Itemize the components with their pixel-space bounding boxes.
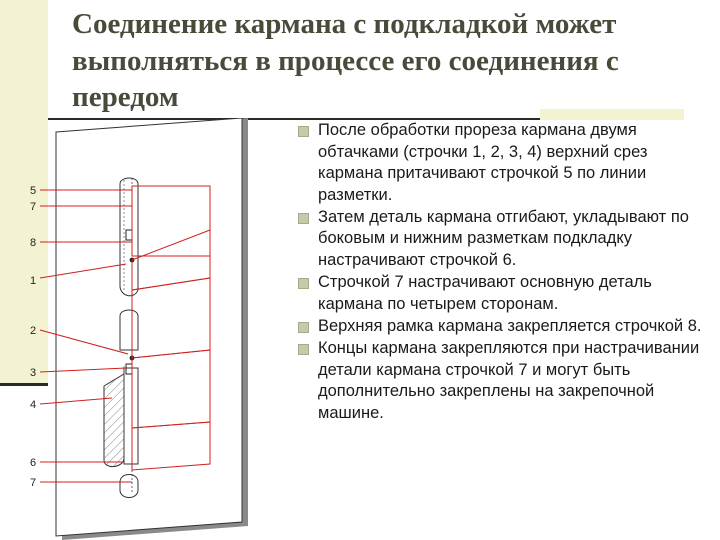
- title-divider-accent: [540, 109, 684, 120]
- label-6: 6: [30, 457, 36, 469]
- bullet-text: Концы кармана закрепляются при настрачив…: [318, 338, 700, 422]
- left-band-underline: [0, 383, 48, 386]
- label-4: 4: [30, 399, 36, 411]
- marking-frame-4: [131, 421, 211, 471]
- square-bullet-icon: [298, 212, 309, 224]
- title-divider: [48, 118, 684, 120]
- square-bullet-icon: [298, 126, 309, 137]
- lining-hatched: [103, 373, 125, 467]
- label-2: 2: [30, 325, 36, 337]
- square-bullet-icon: [298, 343, 309, 355]
- label-1: 1: [30, 275, 36, 287]
- leader-lines: [39, 189, 132, 483]
- label-8: 8: [30, 237, 36, 249]
- bullet-item: Верхняя рамка кармана закрепляется строч…: [298, 316, 708, 338]
- bullet-text: Верхняя рамка кармана закрепляется строч…: [318, 316, 702, 335]
- bullet-item: Затем деталь кармана отгибают, укладываю…: [298, 207, 708, 272]
- label-7-bottom: 7: [30, 477, 36, 489]
- square-bullet-icon: [298, 321, 309, 333]
- bullet-list: После обработки прореза кармана двумя об…: [298, 120, 708, 425]
- bullet-item: Концы кармана закрепляются при настрачив…: [298, 338, 708, 424]
- bullet-text: Затем деталь кармана отгибают, укладываю…: [318, 207, 689, 270]
- label-3: 3: [30, 367, 36, 379]
- bullet-text: Строчкой 7 настрачивают основную деталь …: [318, 273, 652, 313]
- lower-pocket-part: [123, 367, 139, 465]
- left-accent-band: [0, 0, 48, 384]
- bullet-item: Строчкой 7 настрачивают основную деталь …: [298, 272, 708, 315]
- upper-pocket-part: [119, 177, 139, 297]
- pocket-diagram: 5 7 8 1 2 3 4 6 7: [30, 118, 248, 540]
- bullet-item: После обработки прореза кармана двумя об…: [298, 120, 708, 206]
- pocket-bottom-end: [119, 474, 139, 498]
- label-5: 5: [30, 185, 36, 197]
- garment-sheet: [55, 118, 243, 537]
- label-7-top: 7: [30, 201, 36, 213]
- middle-pocket-part: [119, 309, 139, 351]
- slide-title: Соединение кармана с подкладкой может вы…: [72, 8, 619, 113]
- square-bullet-icon: [298, 278, 309, 290]
- bullet-text: После обработки прореза кармана двумя об…: [318, 121, 648, 204]
